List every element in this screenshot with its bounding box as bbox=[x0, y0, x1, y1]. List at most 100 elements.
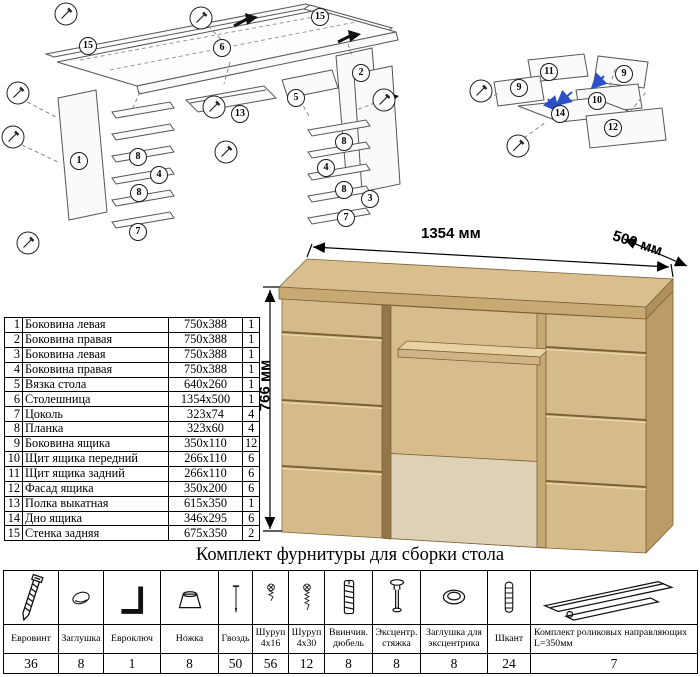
desk-inner-left-wall bbox=[381, 304, 392, 540]
euro-screw-icon bbox=[22, 573, 44, 621]
part-size: 750х388 bbox=[168, 331, 243, 348]
part-size: 323х74 bbox=[168, 406, 243, 423]
drawer-slide-icon bbox=[542, 580, 674, 621]
hardware-icon-cell bbox=[3, 570, 59, 625]
part-callout: 7 bbox=[337, 209, 355, 227]
part-size: 615х350 bbox=[168, 495, 243, 512]
part-number: 4 bbox=[4, 361, 23, 378]
part-callout: 14 bbox=[551, 105, 569, 123]
tabletop-edge bbox=[136, 31, 399, 95]
hardware-name: Ввинчив. дюбель bbox=[324, 624, 373, 654]
part-callout: 11 bbox=[540, 63, 558, 81]
hardware-name: Ножка bbox=[160, 624, 219, 654]
hardware-icon-cell bbox=[324, 570, 373, 625]
part-callout: 4 bbox=[150, 166, 168, 184]
part-number: 12 bbox=[4, 480, 23, 497]
hardware-qty: 8 bbox=[372, 653, 421, 674]
hardware-icon-cell bbox=[288, 570, 325, 625]
hardware-qty: 50 bbox=[218, 653, 253, 674]
part-qty: 6 bbox=[241, 451, 261, 467]
keyboard-tray-front bbox=[397, 348, 541, 366]
hardware-name: Шуруп 4х30 bbox=[288, 624, 325, 654]
part-name: Щит ящика передний bbox=[22, 451, 169, 467]
part-qty: 2 bbox=[241, 525, 261, 542]
part-number: 14 bbox=[4, 510, 23, 527]
hardware-name: Эксцентр. стяжка bbox=[372, 624, 421, 654]
hardware-qty: 7 bbox=[530, 653, 698, 674]
part-size: 350х110 bbox=[168, 436, 243, 453]
part-qty: 12 bbox=[241, 436, 261, 453]
part-callout: 9 bbox=[510, 79, 528, 97]
hardware-icon-cell bbox=[487, 570, 531, 625]
part-callout: 13 bbox=[231, 105, 249, 123]
drawer-facade-panel bbox=[585, 107, 667, 149]
part-name: Дно ящика bbox=[22, 510, 169, 527]
part-qty: 6 bbox=[241, 465, 261, 482]
part-name: Вязка стола bbox=[22, 376, 169, 393]
hardware-icons-row bbox=[3, 570, 698, 625]
hardware-name: Шуруп 4х16 bbox=[252, 624, 289, 654]
nail-icon bbox=[232, 584, 239, 612]
screw-short-icon bbox=[266, 583, 275, 601]
part-size: 750х388 bbox=[168, 317, 243, 333]
hardware-qty: 8 bbox=[58, 653, 104, 674]
slat bbox=[111, 211, 175, 229]
desk-opening-floor bbox=[381, 452, 547, 549]
part-name: Боковина правая bbox=[22, 331, 169, 348]
right-side-panel bbox=[353, 65, 401, 193]
hardware-qty: 1 bbox=[103, 653, 161, 674]
hardware-names-row: Евровинт Заглушка Евроключ Ножка Гвоздь … bbox=[3, 624, 698, 654]
hardware-qty: 56 bbox=[252, 653, 289, 674]
part-callout: 2 bbox=[352, 64, 370, 82]
part-callout: 12 bbox=[604, 119, 622, 137]
hardware-icon-cell bbox=[420, 570, 488, 625]
hardware-icon-cell bbox=[252, 570, 289, 625]
drawer-gaps bbox=[281, 331, 647, 488]
desk-right-side-panel bbox=[645, 290, 674, 554]
part-number: 15 bbox=[4, 525, 23, 542]
part-name: Щит ящика задний bbox=[22, 465, 169, 482]
part-size: 750х388 bbox=[168, 361, 243, 378]
foot-icon bbox=[178, 590, 201, 608]
hardware-qty: 8 bbox=[160, 653, 219, 674]
drawer-exploded-view bbox=[487, 53, 667, 149]
cam-bolt-icon bbox=[389, 578, 404, 612]
hardware-qty: 8 bbox=[324, 653, 373, 674]
hex-key-icon bbox=[121, 585, 144, 614]
part-size: 350х200 bbox=[168, 480, 243, 497]
part-callout: 8 bbox=[129, 148, 147, 166]
part-name: Столешница bbox=[22, 391, 169, 408]
part-name: Полка выкатная bbox=[22, 495, 169, 512]
threaded-dowel-icon bbox=[343, 579, 354, 614]
part-callout: 1 bbox=[70, 152, 88, 170]
hardware-name: Комплект роликовых направляющих L=350мм bbox=[530, 624, 698, 654]
part-size: 1354х500 bbox=[168, 391, 243, 408]
part-callout: 10 bbox=[588, 92, 606, 110]
part-callout: 5 bbox=[287, 89, 305, 107]
right-pedestal bbox=[545, 313, 647, 554]
hardware-name: Гвоздь bbox=[218, 624, 253, 654]
part-number: 11 bbox=[4, 465, 23, 482]
hardware-name: Шкант bbox=[487, 624, 531, 654]
part-callout: 15 bbox=[79, 37, 97, 55]
part-name: Стенка задняя bbox=[22, 525, 169, 542]
desk-top-right-edge bbox=[645, 278, 674, 320]
slat bbox=[111, 101, 175, 119]
part-callout: 7 bbox=[129, 223, 147, 241]
part-name: Боковина левая bbox=[22, 317, 169, 333]
desk-render bbox=[263, 238, 688, 554]
part-number: 8 bbox=[4, 421, 23, 438]
part-number: 2 bbox=[4, 331, 23, 348]
width-dimension-label: 1354 мм bbox=[421, 225, 481, 242]
